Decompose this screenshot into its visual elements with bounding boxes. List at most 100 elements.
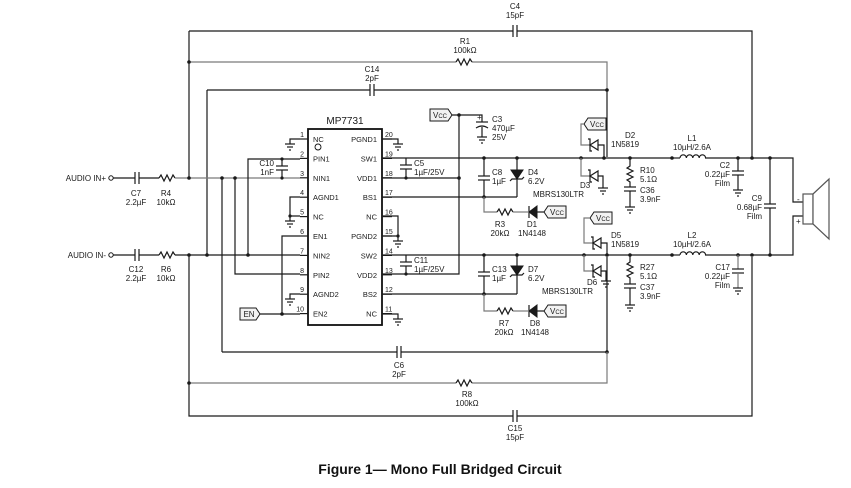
- resistor-r1: [455, 57, 473, 67]
- audio-in-neg-terminal[interactable]: [108, 252, 114, 258]
- d5-value: 1N5819: [611, 240, 640, 249]
- c11-ref: C11: [414, 256, 429, 265]
- capacitor-c12: [134, 249, 140, 261]
- c37-value: 3.9nF: [640, 292, 661, 301]
- audio-in-pos-terminal[interactable]: [108, 175, 114, 181]
- c10-ref: C10: [259, 159, 274, 168]
- ic-pin-7: 7 NIN2: [300, 248, 330, 260]
- speaker-minus: -: [797, 195, 800, 204]
- d1-ref: D1: [527, 220, 538, 229]
- pin-number: 10: [296, 307, 304, 314]
- pin-label: NIN2: [313, 251, 330, 260]
- capacitor-c3-electrolytic: +: [475, 113, 489, 144]
- inductor-l1: [679, 154, 707, 159]
- c6-value: 2pF: [392, 370, 406, 379]
- pin-label: NC: [313, 213, 324, 222]
- diode-d5: [591, 236, 608, 255]
- wire-nc11: [382, 313, 399, 319]
- r1-ref: R1: [460, 37, 471, 46]
- svg-text:VCC: VCC: [596, 214, 611, 223]
- wire-r7: [483, 294, 497, 312]
- d4-value: 6.2V: [528, 177, 545, 186]
- pin-label: AGND2: [313, 290, 339, 299]
- diode-d1: [528, 205, 544, 219]
- pin-number: 15: [385, 229, 393, 236]
- pin-number: 7: [300, 248, 304, 255]
- svg-text:VCC: VCC: [550, 307, 565, 316]
- r7-value: 20kΩ: [495, 328, 514, 337]
- diode-d6: [591, 264, 611, 288]
- junction: [457, 113, 461, 117]
- r3-value: 20kΩ: [491, 229, 510, 238]
- resistor-r10: [625, 158, 635, 187]
- pin-number: 1: [300, 132, 304, 139]
- wire-r1-r: [472, 61, 608, 90]
- svg-text:VCC: VCC: [590, 120, 605, 129]
- c17-type: Film: [715, 281, 730, 290]
- en-port[interactable]: EN: [239, 307, 261, 321]
- ic-pin-5: 5 NC: [300, 210, 324, 222]
- junction: [187, 176, 191, 180]
- junction: [605, 88, 609, 92]
- capacitor-c5: [400, 158, 412, 180]
- c7-value: 2.2µF: [126, 198, 147, 207]
- wire-pgnd2: [382, 235, 399, 241]
- junction: [187, 60, 191, 64]
- pin-label: PIN2: [313, 271, 330, 280]
- c15-ref: C15: [508, 424, 523, 433]
- c11-value: 1µF/25V: [414, 265, 445, 274]
- c17-value: 0.22µF: [705, 272, 730, 281]
- capacitor-c14: [369, 84, 375, 96]
- ground-icon: [285, 143, 295, 151]
- pin-number: 16: [385, 210, 393, 217]
- c6-ref: C6: [394, 361, 405, 370]
- pin-label: SW1: [361, 154, 377, 163]
- wire-c15: [188, 255, 513, 417]
- d2-value: 1N5819: [611, 140, 640, 149]
- pin-label: PIN1: [313, 154, 330, 163]
- junction: [220, 176, 224, 180]
- pin-number: 6: [300, 229, 304, 236]
- l1-ref: L1: [688, 134, 697, 143]
- c9-ref: C9: [752, 194, 763, 203]
- c8-value: 1µF: [492, 177, 506, 186]
- capacitor-c13: [478, 255, 490, 294]
- wire-pin9-gnd: [289, 293, 300, 299]
- c37-ref: C37: [640, 283, 655, 292]
- junction: [396, 234, 400, 238]
- pin-number: 9: [300, 287, 304, 294]
- d4-ref: D4: [528, 168, 539, 177]
- pin-label: AGND1: [313, 193, 339, 202]
- wire-d2: [580, 123, 590, 146]
- pin-number: 3: [300, 171, 304, 178]
- c12-value: 2.2µF: [126, 274, 147, 283]
- l1-value: 10µH/2.6A: [673, 143, 712, 152]
- c2-value: 0.22µF: [705, 170, 730, 179]
- pin-number: 5: [300, 210, 304, 217]
- pin-label: PGND2: [351, 232, 377, 241]
- wire-pin1-gnd: [289, 138, 300, 144]
- pin-number: 11: [385, 307, 392, 314]
- pin-number: 20: [385, 132, 393, 139]
- r27-value: 5.1Ω: [640, 272, 657, 281]
- junction: [246, 253, 250, 257]
- wire-vcc: [452, 114, 483, 122]
- wire-vdd2: [382, 115, 460, 275]
- r8-value: 100kΩ: [455, 399, 478, 408]
- ic-mp7731: [307, 128, 383, 326]
- r10-ref: R10: [640, 166, 655, 175]
- pin-number: 12: [385, 287, 393, 294]
- pin-number: 19: [385, 151, 393, 158]
- pin-label: SW2: [361, 251, 377, 260]
- pin-label: NC: [313, 135, 324, 144]
- wire-speaker-neg: [705, 215, 803, 256]
- resistor-r4: [158, 173, 176, 183]
- wire-l1-out: [705, 157, 803, 203]
- pin-label: PGND1: [351, 135, 377, 144]
- pin-number: 2: [300, 151, 304, 158]
- vcc-port: VCC: [543, 304, 567, 318]
- pin-number: 13: [385, 268, 393, 275]
